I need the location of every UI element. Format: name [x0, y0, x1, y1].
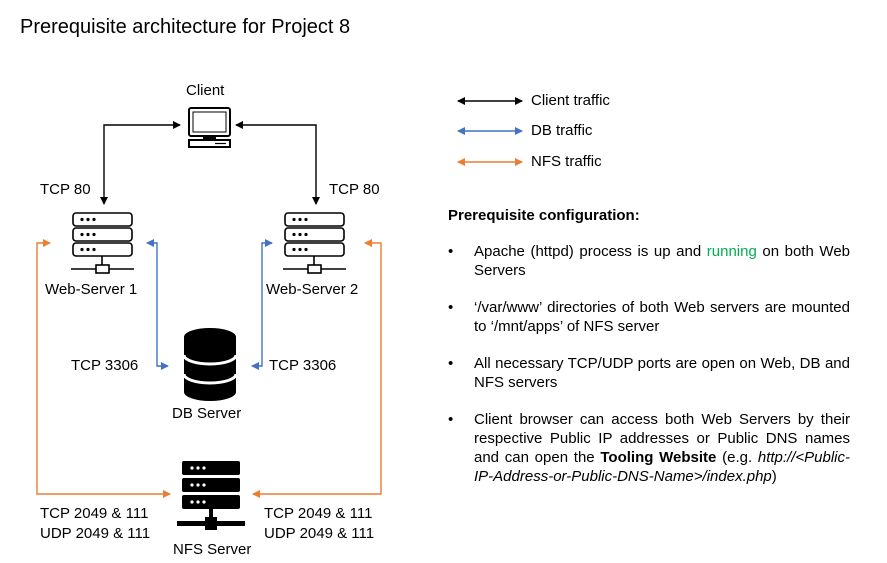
server-icon [71, 212, 134, 274]
config-item: • ‘/var/www’ directories of both Web ser… [448, 299, 850, 335]
client-to-web2-arrow [235, 121, 320, 205]
prerequisite-configuration: Prerequisite configuration: • Apache (ht… [448, 207, 850, 504]
web2-to-nfs-arrow [252, 239, 382, 498]
config-item: • Apache (httpd) process is up and runni… [448, 243, 850, 279]
bullet-icon: • [448, 243, 454, 260]
legend-db-traffic: DB traffic [531, 122, 593, 139]
computer-icon [188, 107, 231, 148]
port-label-nfs-right-udp: UDP 2049 & 111 [264, 525, 375, 542]
legend-nfs-traffic: NFS traffic [531, 153, 602, 170]
page-title: Prerequisite architecture for Project 8 [20, 16, 351, 38]
web1-to-nfs-arrow [36, 239, 171, 498]
example-url: http://<Public-IP-Address-or-Public-DNS-… [474, 449, 850, 485]
web-server-2-label: Web-Server 2 [266, 281, 359, 298]
db-server-label: DB Server [172, 405, 242, 422]
server-icon [283, 212, 346, 274]
nfs-server-icon [177, 461, 245, 530]
nfs-server-label: NFS Server [173, 541, 252, 558]
config-item: • Client browser can access both Web Ser… [448, 411, 850, 485]
web1-to-db-arrow [146, 239, 169, 370]
tooling-website-text: Tooling Website [600, 449, 717, 466]
port-label-nfs-right-tcp: TCP 2049 & 111 [264, 505, 373, 522]
legend-client-traffic: Client traffic [531, 92, 610, 109]
client-to-web1-arrow [100, 121, 181, 205]
bullet-icon: • [448, 355, 454, 372]
client-label: Client [186, 82, 225, 99]
port-label-nfs-left-udp: UDP 2049 & 111 [40, 525, 151, 542]
port-label-tcp3306-left: TCP 3306 [71, 357, 139, 374]
port-label-tcp80-right: TCP 80 [329, 181, 380, 198]
web-server-1-label: Web-Server 1 [45, 281, 138, 298]
bullet-icon: • [448, 299, 454, 316]
port-label-tcp3306-right: TCP 3306 [269, 357, 337, 374]
config-heading: Prerequisite configuration: [448, 207, 640, 224]
running-status: running [706, 243, 757, 260]
web2-to-db-arrow [251, 239, 273, 370]
port-label-nfs-left-tcp: TCP 2049 & 111 [40, 505, 149, 522]
bullet-icon: • [448, 411, 454, 428]
database-icon [182, 328, 238, 401]
port-label-tcp80-left: TCP 80 [40, 181, 91, 198]
config-item: • All necessary TCP/UDP ports are open o… [448, 355, 850, 391]
